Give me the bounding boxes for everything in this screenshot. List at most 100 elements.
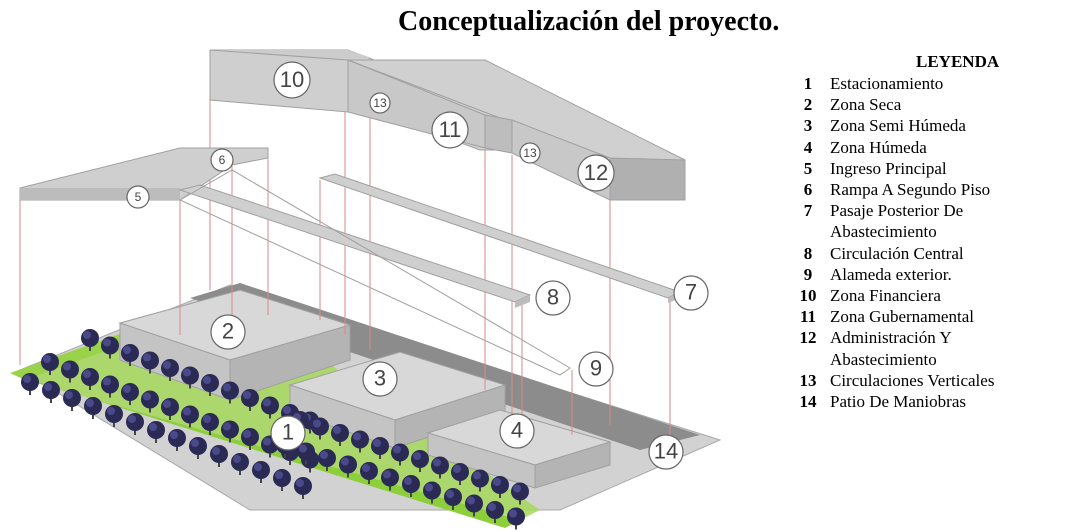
tree-icon [311, 417, 329, 440]
diagram-label: 10 [273, 61, 311, 99]
tree-icon [201, 374, 219, 396]
diagram-label-text: 5 [135, 190, 142, 204]
diagram-label: 5 [126, 185, 150, 209]
tree-icon [391, 443, 409, 466]
zone-block-side [534, 441, 611, 489]
diagram-label: 6 [210, 148, 234, 172]
tree-icon [181, 366, 199, 389]
legend-item-label-line: Zona Gubernamental [830, 307, 974, 327]
diagram-label: 11 [431, 111, 469, 149]
diagram-label-text: 13 [523, 146, 537, 160]
diagram-label: 4 [499, 413, 535, 449]
tree-icon [318, 449, 336, 471]
tree-icon [105, 405, 123, 427]
tree-icon [101, 336, 119, 359]
legend-item-label: Patio De Maniobras [830, 391, 1086, 412]
tree-icon [161, 398, 179, 420]
legend-item-label-line: Zona Semi Húmeda [830, 116, 966, 136]
mezzanine-slab [20, 188, 180, 200]
legend-item-number: 13 [799, 370, 817, 390]
tree-icon [241, 428, 259, 450]
tree-icon [402, 475, 420, 497]
legend-item-label: Zona Semi Húmeda [830, 115, 1086, 136]
tree-icon [360, 462, 378, 484]
tree-icon [351, 430, 369, 453]
diagram-label-text: 14 [654, 438, 678, 463]
tree-icon [63, 389, 81, 411]
tree-icon [423, 481, 441, 504]
legend-item-label-line: Zona Húmeda [830, 137, 927, 157]
legend-item: 10 Zona Financiera [786, 285, 1086, 306]
tree-icon [444, 488, 462, 510]
legend-item-number: 3 [803, 116, 813, 136]
tree-icon [411, 450, 429, 472]
tree-icon [181, 405, 199, 428]
legend-item-label: Rampa A Segundo Piso [830, 179, 1086, 200]
tree-icon [381, 468, 399, 491]
tree-icon [491, 476, 509, 498]
tree-icon [431, 456, 449, 479]
tree-icon [201, 413, 219, 435]
diagram-label-text: 9 [590, 355, 602, 380]
legend-item-label-line: Rampa A Segundo Piso [830, 180, 991, 200]
tree-icon [221, 381, 239, 404]
legend-item-label-line: Estacionamiento [830, 74, 944, 93]
diagram-label-text: 8 [547, 284, 559, 309]
tree-rows [21, 329, 529, 530]
diagram-label: 3 [362, 361, 398, 397]
legend-item-number: 12 [799, 328, 817, 348]
legend-item-number: 11 [799, 307, 817, 327]
legend-item-number: 4 [803, 137, 813, 157]
tree-icon [331, 424, 349, 446]
legend-item-label: Zona Financiera [830, 285, 1086, 306]
tree-icon [21, 373, 39, 395]
diagram-label: 2 [210, 314, 246, 350]
diagram-label: 13 [519, 142, 541, 164]
upper-slab-face [484, 114, 513, 154]
legend-item-label-line: Ingreso Principal [830, 158, 947, 178]
tree-icon [339, 455, 357, 478]
tree-icon [261, 396, 279, 419]
legend-item-label: Alameda exterior. [830, 264, 1086, 285]
diagram-label-text: 6 [219, 153, 226, 167]
tree-icon [121, 383, 139, 405]
circulation-beam [515, 295, 530, 308]
tree-icon [210, 445, 228, 467]
diagram-label: 12 [577, 154, 615, 192]
tree-icon [81, 368, 99, 390]
tree-icon [121, 344, 139, 366]
diagram-label-text: 3 [374, 365, 386, 390]
legend-item: 3 Zona Semi Húmeda [786, 115, 1086, 136]
tree-icon [101, 375, 119, 398]
tree-icon [161, 359, 179, 381]
tree-icon [511, 482, 529, 505]
legend-item-label-line: Abastecimiento [830, 349, 937, 369]
circulation-beam [178, 169, 571, 376]
diagram-label-text: 11 [439, 117, 462, 142]
legend-item-label: Ingreso Principal [830, 158, 1086, 179]
tree-icon [465, 494, 483, 517]
diagram-label: 7 [673, 275, 709, 311]
tree-icon [451, 463, 469, 485]
diagram-label: 14 [648, 434, 684, 470]
diagram-label-text: 2 [222, 318, 234, 343]
tree-icon [168, 429, 186, 451]
legend-item-number: 8 [803, 243, 813, 263]
legend-item-number: 7 [803, 201, 813, 221]
diagram-label-text: 1 [282, 419, 294, 444]
legend-item-label: Circulaciones Verticales [830, 370, 1086, 391]
legend-item-label-line: Patio De Maniobras [830, 392, 966, 412]
legend-item-number: 10 [799, 286, 817, 306]
legend-item-label: Estacionamiento [830, 73, 1086, 94]
legend-item-label-line: Zona Financiera [830, 286, 941, 306]
tree-icon [141, 351, 159, 374]
